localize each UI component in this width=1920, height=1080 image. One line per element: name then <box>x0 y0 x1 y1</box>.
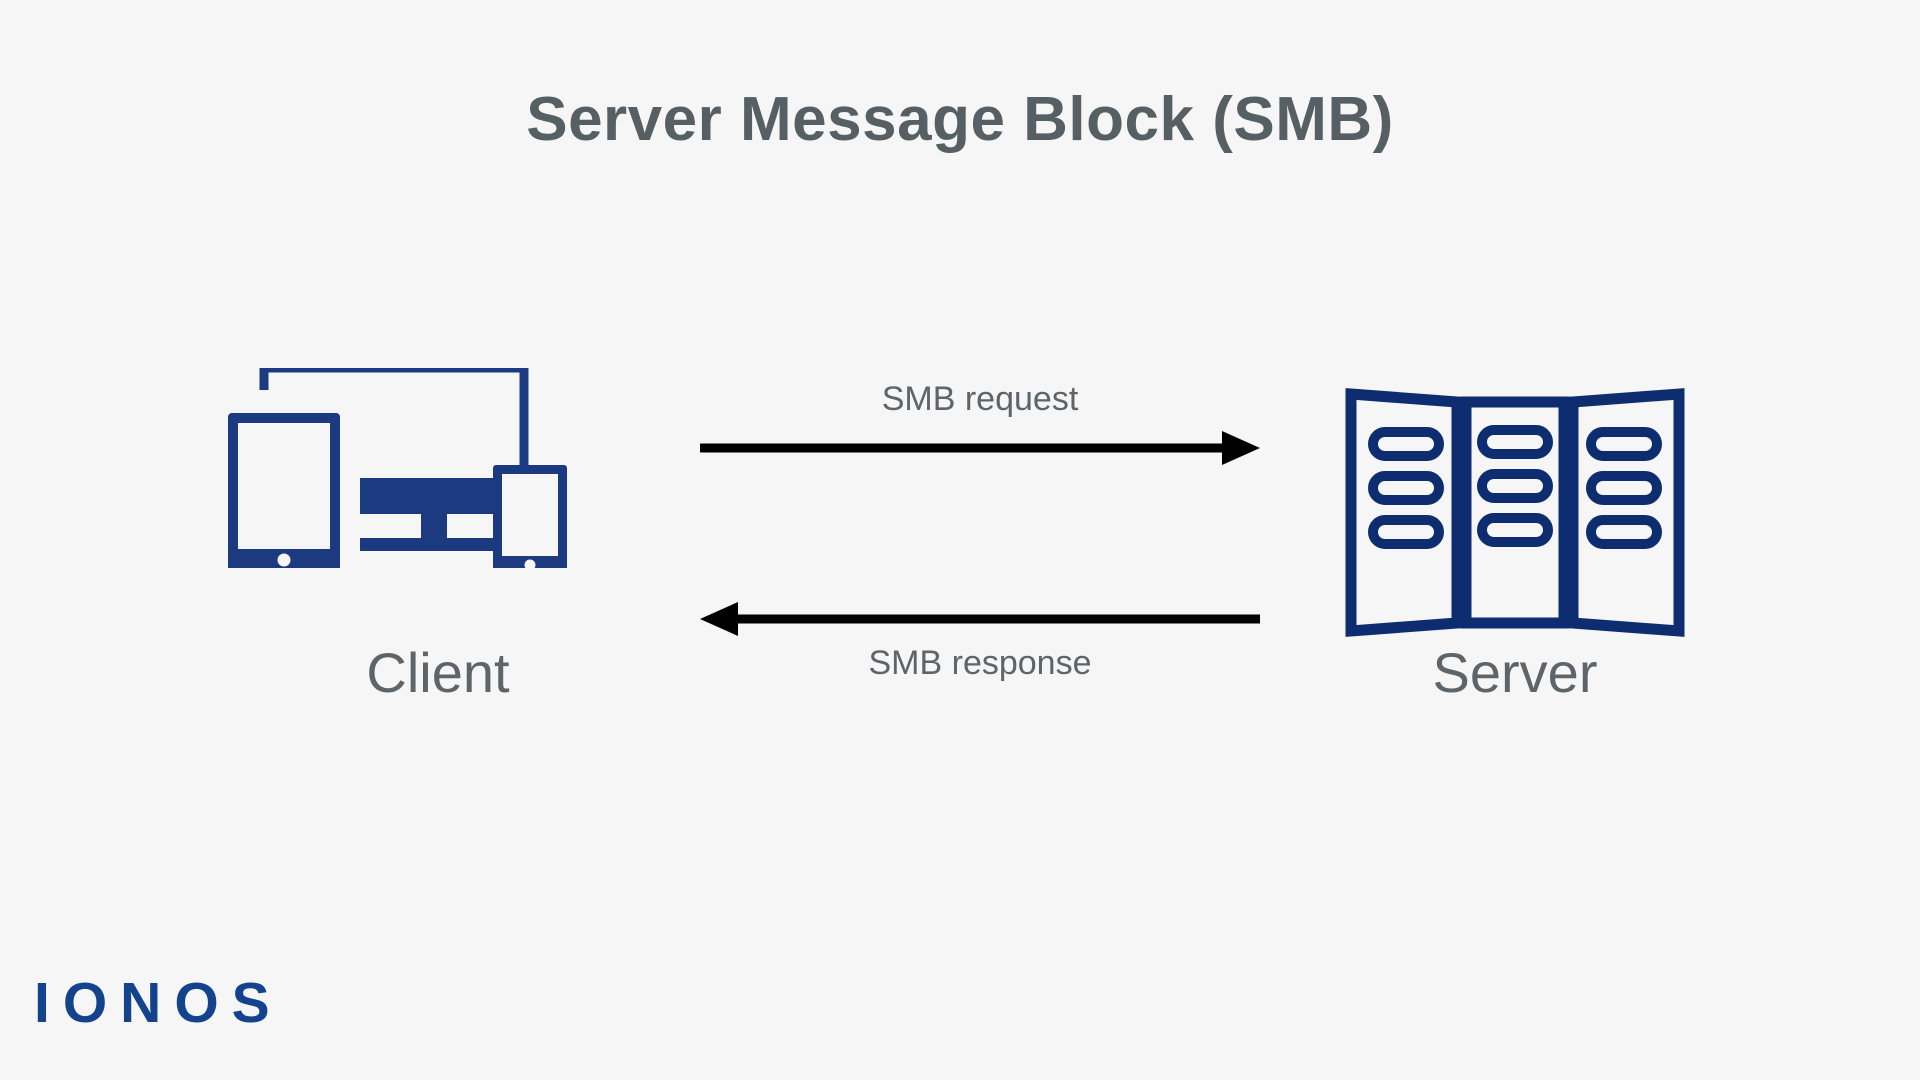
smb-response-label: SMB response <box>868 644 1092 682</box>
smb-request-arrow-icon <box>700 431 1260 465</box>
device-connector-bracket <box>259 363 529 468</box>
smartphone-icon <box>493 465 567 575</box>
server-label: Server <box>1432 641 1598 704</box>
client-devices-icon <box>228 363 648 575</box>
smb-request-label: SMB request <box>881 380 1079 418</box>
desktop-monitor-icon <box>360 478 508 551</box>
client-label: Client <box>366 641 510 704</box>
server-panel-left <box>1345 388 1463 637</box>
client-devices-svg <box>228 363 567 575</box>
server-panel-right <box>1567 388 1685 637</box>
tablet-icon <box>228 413 340 571</box>
server-panel-middle <box>1460 396 1570 629</box>
page-title: Server Message Block (SMB) <box>526 85 1394 154</box>
server-slots-left <box>1368 427 1444 549</box>
ionos-logo: IONOS <box>34 971 283 1035</box>
smb-response-arrow-icon <box>700 602 1260 636</box>
server-rack-icon <box>1345 380 1685 645</box>
server-rack-svg <box>1345 388 1685 637</box>
server-slots-middle <box>1477 425 1553 547</box>
smb-response-flow: SMB response <box>700 590 1260 683</box>
smb-request-flow: SMB request <box>700 380 1260 465</box>
server-slots-right <box>1586 427 1662 549</box>
